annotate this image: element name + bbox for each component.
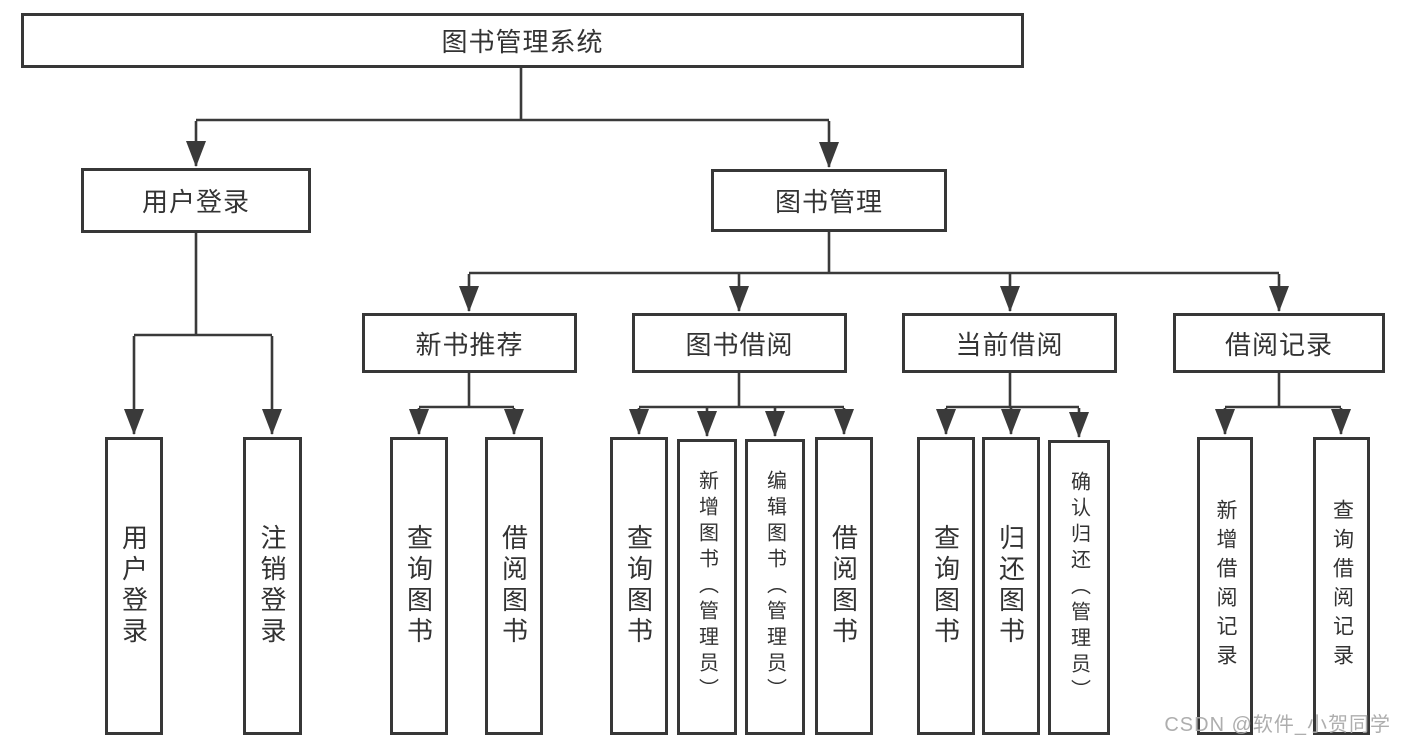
leaf-query-books-1: 查询图书 [390,437,448,735]
csdn-watermark: CSDN @软件_小贺同学 [1164,714,1391,736]
leaf-add-books-admin: 新增图书（管理员） [677,439,737,735]
leaf-logout: 注销登录 [243,437,302,735]
node-user-login: 用户登录 [81,168,311,233]
node-root: 图书管理系统 [21,13,1024,68]
leaf-return-books: 归还图书 [982,437,1040,735]
node-book-management: 图书管理 [711,169,947,232]
leaf-add-borrow-record: 新增借阅记录 [1197,437,1253,735]
leaf-query-borrow-record: 查询借阅记录 [1313,437,1370,735]
leaf-query-books-3: 查询图书 [917,437,975,735]
leaf-edit-books-admin: 编辑图书（管理员） [745,439,805,735]
leaf-query-books-2: 查询图书 [610,437,668,735]
leaf-borrow-books-2: 借阅图书 [815,437,873,735]
node-current-borrowing: 当前借阅 [902,313,1117,373]
node-new-book-recommend: 新书推荐 [362,313,577,373]
leaf-confirm-return-admin: 确认归还（管理员） [1048,440,1110,735]
leaf-user-login: 用户登录 [105,437,163,735]
leaf-borrow-books-1: 借阅图书 [485,437,543,735]
node-borrowing-records: 借阅记录 [1173,313,1385,373]
node-book-borrowing: 图书借阅 [632,313,847,373]
